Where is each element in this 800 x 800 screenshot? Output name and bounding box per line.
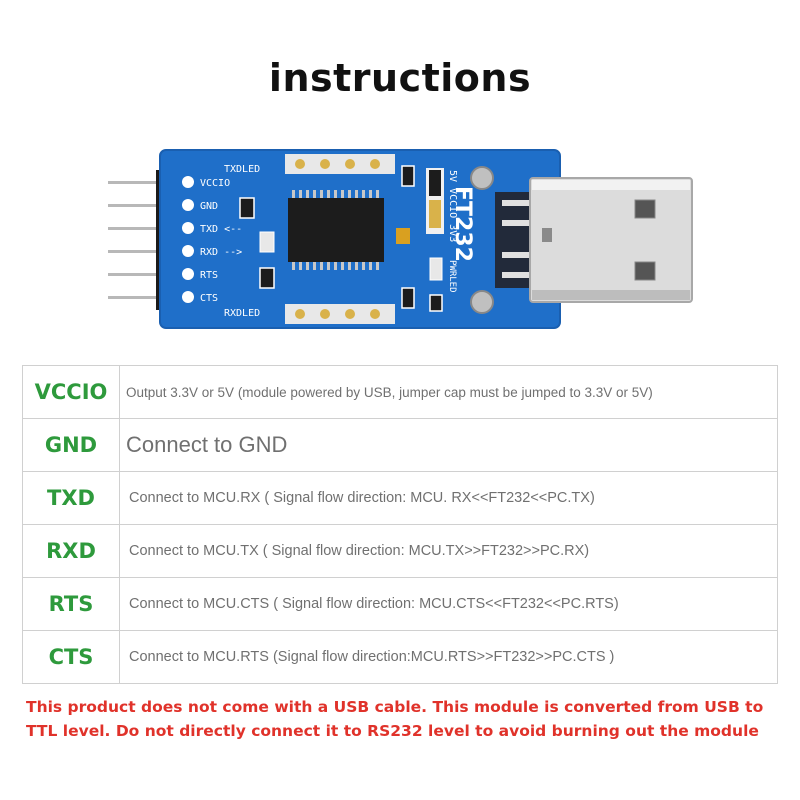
pin-description: Connect to MCU.CTS ( Signal flow directi… (119, 577, 778, 631)
silk-chip-name: FT232 (450, 186, 475, 262)
pin-description: Output 3.3V or 5V (module powered by USB… (119, 365, 778, 419)
screw-top (470, 166, 494, 190)
pin-name: RXD (22, 524, 120, 578)
table-row: GND Connect to GND (22, 418, 778, 472)
usb-plug (495, 177, 693, 303)
silk-txd: TXD <-- (200, 224, 242, 235)
header-pins (108, 181, 158, 299)
pin-description-table: VCCIO Output 3.3V or 5V (module powered … (22, 365, 778, 684)
table-row: RXD Connect to MCU.TX ( Signal flow dire… (22, 524, 778, 578)
screw-bottom (470, 290, 494, 314)
pin-description: Connect to MCU.RX ( Signal flow directio… (119, 471, 778, 525)
voltage-jumper (426, 168, 444, 234)
pin-name: CTS (22, 630, 120, 684)
table-row: RTS Connect to MCU.CTS ( Signal flow dir… (22, 577, 778, 631)
silk-cts: CTS (200, 293, 218, 304)
smd-components (239, 165, 443, 312)
ft232-board-illustration: VCCIO GND TXD <-- RXD --> RTS CTS TXDLED… (108, 149, 693, 329)
pin-name: VCCIO (22, 365, 120, 419)
table-row: TXD Connect to MCU.RX ( Signal flow dire… (22, 471, 778, 525)
warning-text: This product does not come with a USB ca… (26, 698, 764, 740)
pin-name: GND (22, 418, 120, 472)
page-title: instructions (268, 56, 532, 100)
bottom-pads (285, 304, 395, 324)
pin-description: Connect to MCU.TX ( Signal flow directio… (119, 524, 778, 578)
silk-pwrled: PWRLED (447, 260, 457, 293)
pin-description: Connect to GND (119, 418, 778, 472)
table-row: VCCIO Output 3.3V or 5V (module powered … (22, 365, 778, 419)
silk-voltage: 5V VCCIO 3V3 (447, 170, 458, 242)
ft232-board-image: VCCIO GND TXD <-- RXD --> RTS CTS TXDLED… (100, 140, 700, 340)
silk-vccio: VCCIO (200, 178, 230, 189)
pin-name: TXD (22, 471, 120, 525)
silk-rxd: RXD --> (200, 247, 242, 258)
table-row: CTS Connect to MCU.RTS (Signal flow dire… (22, 630, 778, 684)
pin-description: Connect to MCU.RTS (Signal flow directio… (119, 630, 778, 684)
silk-rts: RTS (200, 270, 218, 281)
silk-txdled: TXDLED (224, 164, 260, 175)
pin-name: RTS (22, 577, 120, 631)
ft232-chip (288, 190, 384, 270)
top-pads (285, 154, 395, 174)
silk-gnd: GND (200, 201, 218, 212)
silk-rxdled: RXDLED (224, 308, 260, 319)
